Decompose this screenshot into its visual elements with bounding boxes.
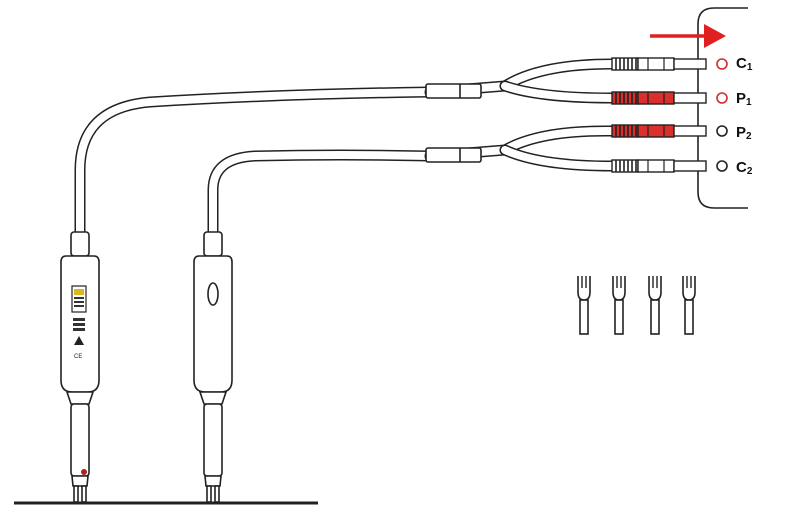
plug-c2	[611, 159, 707, 173]
plug-p2	[611, 124, 707, 138]
spade-lug-icon	[682, 276, 696, 335]
terminal-label-p2: P2	[736, 124, 752, 142]
ce-mark-icon: CE	[74, 354, 82, 360]
terminal-jack-p1[interactable]	[716, 92, 728, 104]
spade-lug-icon	[577, 276, 591, 335]
plug-c1	[611, 57, 707, 71]
instrument-panel	[697, 7, 748, 209]
split-sleeve-top	[424, 58, 618, 104]
terminal-jack-p2[interactable]	[716, 125, 728, 137]
cable-left-probe	[74, 86, 436, 238]
right-arrow-icon	[650, 24, 726, 48]
cable-right-probe	[207, 149, 436, 238]
probe-indicator-dot	[81, 469, 87, 475]
terminal-jack-c2[interactable]	[716, 160, 728, 172]
plug-p1	[611, 91, 707, 105]
left-probe: CE	[60, 231, 100, 503]
split-sleeve-bottom	[424, 125, 618, 172]
right-probe	[193, 231, 233, 503]
terminal-label-c1: C1	[736, 55, 753, 73]
warning-triangle-icon	[74, 336, 84, 345]
terminal-label-c2: C2	[736, 159, 753, 177]
terminal-label-p1: P1	[736, 90, 752, 108]
probe-grip-oval	[207, 282, 219, 306]
spade-lug-icon	[612, 276, 626, 335]
spade-lug-icon	[648, 276, 662, 335]
terminal-jack-c1[interactable]	[716, 58, 728, 70]
